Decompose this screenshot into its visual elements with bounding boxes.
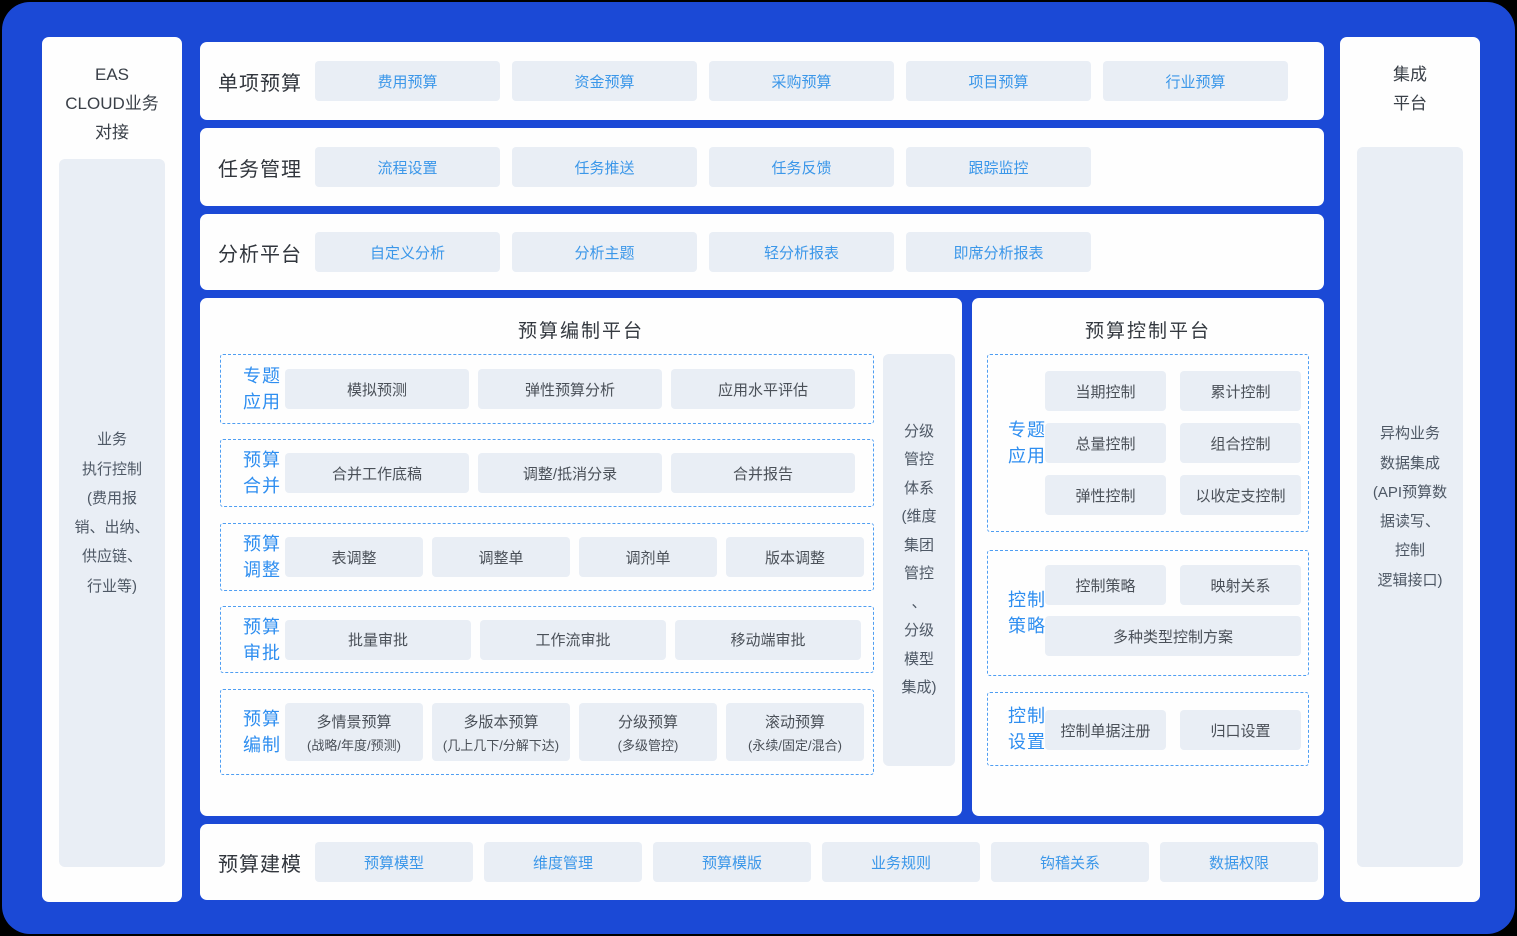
chip-analysis-topic: 分析主题 <box>512 232 697 272</box>
chip-tracking-monitor: 跟踪监控 <box>906 147 1091 187</box>
chip-process-setup: 流程设置 <box>315 147 500 187</box>
right-sidebar: 集成 平台 异构业务 数据集成 (API预算数 据读写、 控制 逻辑接口) <box>1340 37 1480 902</box>
budget-approval-group: 预算审批 批量审批 工作流审批 移动端审批 <box>220 606 874 673</box>
control-setting-label: 控制设置 <box>1008 705 1046 752</box>
budget-compilation-platform: 预算编制平台 专题应用 模拟预测 弹性预算分析 应用水平评估 预算合并 合并工作… <box>200 298 962 816</box>
chip-data-permission: 数据权限 <box>1160 842 1318 882</box>
chip-table-adjust: 表调整 <box>285 537 423 577</box>
chip-multi-scenario-budget: 多情景预算 (战略/年度/预测) <box>285 703 423 761</box>
chip-rolling-budget: 滚动预算 (永续/固定/混合) <box>726 703 864 761</box>
control-strategy-group: 控制策略 控制策略 映射关系 多种类型控制方案 <box>987 550 1309 676</box>
chip-custom-analysis: 自定义分析 <box>315 232 500 272</box>
chip-sub-text: (战略/年度/预测) <box>307 737 401 753</box>
chip-project-budget: 项目预算 <box>906 61 1091 101</box>
analysis-platform-row-label: 分析平台 <box>218 243 302 266</box>
budget-consolidation-group: 预算合并 合并工作底稿 调整/抵消分录 合并报告 <box>220 439 874 507</box>
chip-multi-type-control-scheme: 多种类型控制方案 <box>1045 616 1301 656</box>
chip-main-text: 多情景预算 <box>316 713 392 731</box>
chip-task-feedback: 任务反馈 <box>709 147 894 187</box>
budget-control-platform-title: 预算控制平台 <box>1084 321 1211 342</box>
chip-sub-text: (多级管控) <box>617 737 679 753</box>
chip-adjust-order: 调整单 <box>432 537 570 577</box>
chip-revenue-based-control: 以收定支控制 <box>1180 475 1301 515</box>
budget-compilation-platform-title: 预算编制平台 <box>517 321 644 342</box>
control-topic-application-group: 专题应用 当期控制 累计控制 总量控制 组合控制 弹性控制 以收定支控制 <box>987 354 1309 532</box>
business-execution-control-box: 业务 执行控制 (费用报 销、出纳、 供应链、 行业等) <box>59 159 165 867</box>
control-strategy-label: 控制策略 <box>1008 589 1046 636</box>
chip-centralized-setting: 归口设置 <box>1180 710 1301 750</box>
chip-expense-budget: 费用预算 <box>315 61 500 101</box>
chip-total-control: 总量控制 <box>1045 423 1166 463</box>
chip-sub-text: (几上几下/分解下达) <box>442 737 560 753</box>
chip-dimension-management: 维度管理 <box>484 842 642 882</box>
budget-compilation-label: 预算编制 <box>243 708 281 755</box>
chip-consolidation-working-paper: 合并工作底稿 <box>285 453 469 493</box>
chip-mobile-approval: 移动端审批 <box>675 619 861 660</box>
chip-flexible-control: 弹性控制 <box>1045 475 1166 515</box>
budget-modeling-row: 预算建模 预算模型 维度管理 预算模版 业务规则 钩稽关系 数据权限 <box>200 824 1324 900</box>
control-setting-group: 控制设置 控制单据注册 归口设置 <box>987 692 1309 766</box>
budget-adjustment-label: 预算调整 <box>243 533 281 580</box>
budget-modeling-row-label: 预算建模 <box>218 853 302 876</box>
chip-business-rule: 业务规则 <box>822 842 980 882</box>
budget-consolidation-label: 预算合并 <box>243 449 281 496</box>
chip-combined-control: 组合控制 <box>1180 423 1301 463</box>
left-sidebar: EAS CLOUD业务 对接 业务 执行控制 (费用报 销、出纳、 供应链、 行… <box>42 37 182 902</box>
topic-application-label: 专题应用 <box>243 365 281 412</box>
chip-capital-budget: 资金预算 <box>512 61 697 101</box>
chip-multi-version-budget: 多版本预算 (几上几下/分解下达) <box>432 703 570 761</box>
topic-application-group: 专题应用 模拟预测 弹性预算分析 应用水平评估 <box>220 354 874 424</box>
task-management-row-label: 任务管理 <box>218 158 302 181</box>
chip-main-text: 滚动预算 <box>764 713 825 731</box>
chip-check-relation: 钩稽关系 <box>991 842 1149 882</box>
chip-workflow-approval: 工作流审批 <box>480 619 666 660</box>
chip-flexible-budget-analysis: 弹性预算分析 <box>478 369 662 409</box>
chip-transfer-order: 调剂单 <box>579 537 717 577</box>
chip-adhoc-analysis-report: 即席分析报表 <box>906 232 1091 272</box>
chip-batch-approval: 批量审批 <box>285 619 471 660</box>
task-management-row: 任务管理 流程设置 任务推送 任务反馈 跟踪监控 <box>200 128 1324 206</box>
chip-simulation-forecast: 模拟预测 <box>285 369 469 409</box>
chip-procurement-budget: 采购预算 <box>709 61 894 101</box>
control-topic-application-label: 专题应用 <box>1008 419 1046 466</box>
chip-budget-model: 预算模型 <box>315 842 473 882</box>
analysis-platform-row: 分析平台 自定义分析 分析主题 轻分析报表 即席分析报表 <box>200 214 1324 290</box>
chip-consolidation-report: 合并报告 <box>671 453 855 493</box>
budget-adjustment-group: 预算调整 表调整 调整单 调剂单 版本调整 <box>220 523 874 591</box>
chip-main-text: 分级预算 <box>617 713 678 731</box>
chip-hierarchical-budget: 分级预算 (多级管控) <box>579 703 717 761</box>
hierarchical-control-system-box: 分级 管控 体系 (维度 集团 管控 、 分级 模型 集成) <box>883 354 955 766</box>
chip-current-period-control: 当期控制 <box>1045 371 1166 411</box>
chip-version-adjust: 版本调整 <box>726 537 864 577</box>
single-budget-row-label: 单项预算 <box>218 72 302 95</box>
budget-approval-label: 预算审批 <box>243 616 281 663</box>
chip-task-push: 任务推送 <box>512 147 697 187</box>
single-budget-row: 单项预算 费用预算 资金预算 采购预算 项目预算 行业预算 <box>200 42 1324 120</box>
left-sidebar-title: EAS CLOUD业务 对接 <box>65 65 159 142</box>
heterogeneous-data-integration-box: 异构业务 数据集成 (API预算数 据读写、 控制 逻辑接口) <box>1357 147 1463 867</box>
chip-industry-budget: 行业预算 <box>1103 61 1288 101</box>
chip-main-text: 多版本预算 <box>463 713 539 731</box>
chip-light-analysis-report: 轻分析报表 <box>709 232 894 272</box>
budget-control-platform: 预算控制平台 专题应用 当期控制 累计控制 总量控制 组合控制 弹性控制 以收定… <box>972 298 1324 816</box>
chip-control-bill-register: 控制单据注册 <box>1045 710 1166 750</box>
chip-cumulative-control: 累计控制 <box>1180 371 1301 411</box>
chip-mapping-relation: 映射关系 <box>1180 565 1301 605</box>
chip-sub-text: (永续/固定/混合) <box>748 737 842 753</box>
chip-budget-template: 预算模版 <box>653 842 811 882</box>
right-sidebar-title: 集成 平台 <box>1393 65 1427 113</box>
hierarchical-control-system-text: 分级 管控 体系 (维度 集团 管控 、 分级 模型 集成) <box>901 422 937 697</box>
chip-application-level-evaluation: 应用水平评估 <box>671 369 855 409</box>
chip-adjustment-elimination-entry: 调整/抵消分录 <box>478 453 662 493</box>
chip-control-strategy: 控制策略 <box>1045 565 1166 605</box>
budget-compilation-group: 预算编制 多情景预算 (战略/年度/预测) 多版本预算 (几上几下/分解下达) … <box>220 689 874 775</box>
